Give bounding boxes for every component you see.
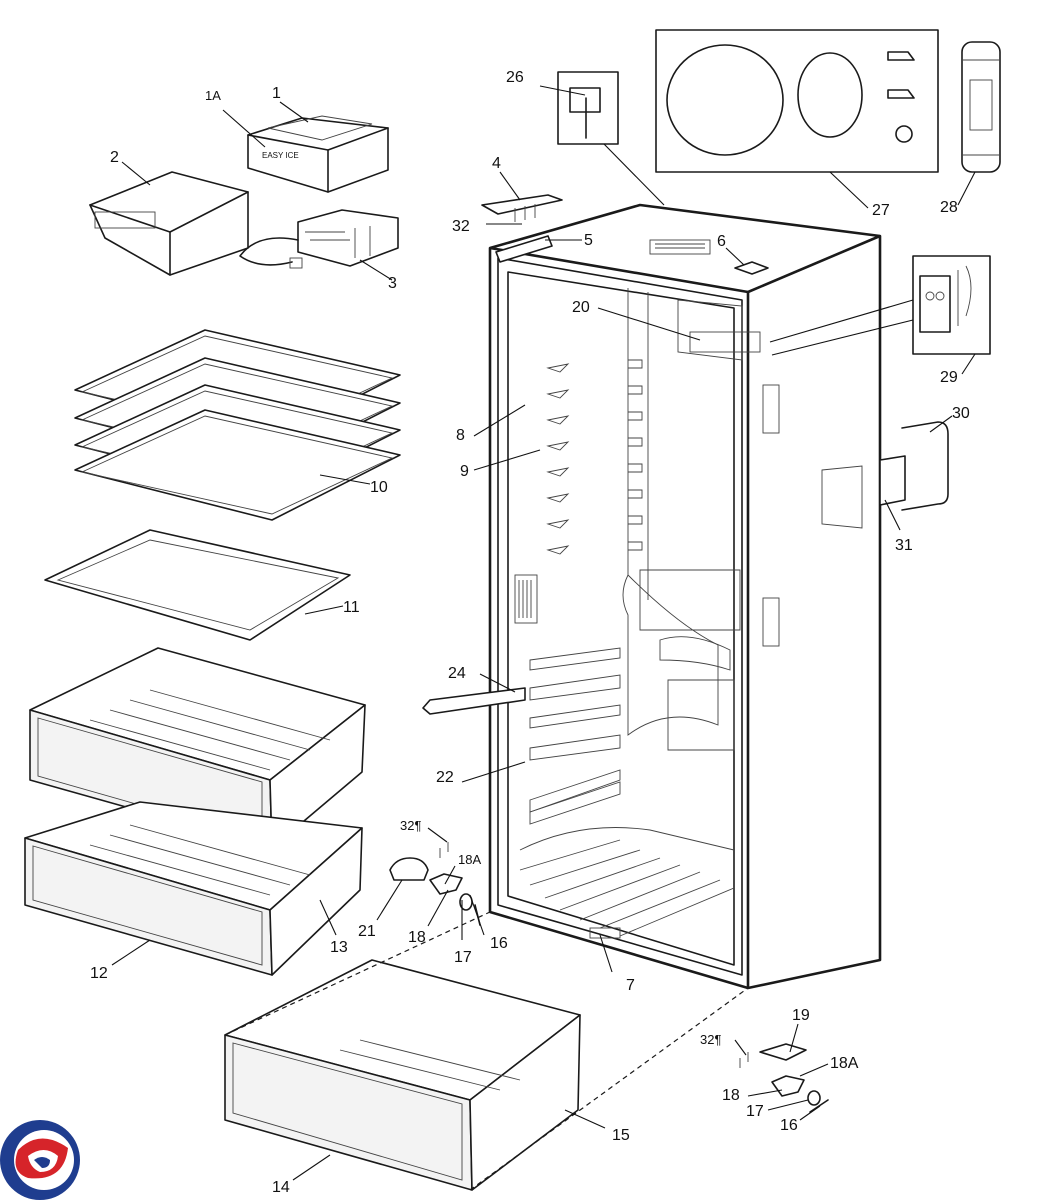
callout-5: 5 (584, 232, 593, 249)
leader-lines (111, 85, 976, 1181)
callout-17-top: 17 (454, 949, 472, 966)
callout-3: 3 (388, 275, 397, 292)
drawer-rails (529, 647, 621, 825)
ice-maker-label: EASY ICE (262, 151, 299, 160)
callout-9: 9 (460, 463, 469, 480)
callout-32c: 32¶ (700, 1032, 721, 1047)
callout-18-top: 18 (408, 929, 426, 946)
callout-29: 29 (940, 369, 958, 386)
callout-32b: 32¶ (400, 818, 421, 833)
callout-15: 15 (612, 1127, 630, 1144)
water-tube-kit-box (655, 29, 939, 173)
bottom-hinge-right-assembly (739, 1043, 829, 1113)
top-cover-cap (734, 261, 769, 275)
callout-21: 21 (358, 923, 376, 940)
water-filter (961, 41, 1001, 173)
callout-26: 26 (506, 69, 524, 86)
callout-30: 30 (952, 405, 970, 422)
bottom-hinge-left-assembly (389, 842, 481, 926)
callout-2: 2 (110, 149, 119, 166)
callout-13: 13 (330, 939, 348, 956)
callout-11: 11 (343, 599, 360, 616)
glass-shelves (74, 329, 401, 521)
callout-10: 10 (370, 479, 388, 496)
callout-12: 12 (90, 965, 108, 982)
ice-tray-bin (89, 171, 249, 276)
crisper-cover-shelf (44, 529, 351, 641)
water-valve-inset (557, 71, 665, 206)
callout-32a: 32 (452, 218, 470, 235)
callout-labels: 1A 1 2 3 4 32 5 6 26 27 28 29 20 30 31 8… (90, 69, 970, 1196)
callout-7: 7 (626, 977, 635, 994)
ice-maker-motor (239, 209, 399, 269)
callout-14: 14 (272, 1179, 290, 1196)
refrigerator-cabinet (488, 203, 882, 990)
callout-1a: 1A (205, 88, 221, 103)
top-hinge-bracket (481, 194, 563, 222)
callout-24: 24 (448, 665, 466, 682)
callout-18a-bottom: 18A (830, 1055, 859, 1072)
callout-18-bottom: 18 (722, 1087, 740, 1104)
drawer-dashed-guides (224, 911, 749, 1191)
control-panel-inset (689, 255, 991, 356)
callout-1: 1 (272, 85, 281, 102)
callout-16-top: 16 (490, 935, 508, 952)
callout-28: 28 (940, 199, 958, 216)
callout-20: 20 (572, 299, 590, 316)
callout-8: 8 (456, 427, 465, 444)
ice-maker-bin: EASY ICE (247, 115, 389, 193)
shelf-supports (546, 359, 643, 555)
bottom-drawer (224, 959, 581, 1191)
callout-4: 4 (492, 155, 501, 172)
callout-17-bottom: 17 (746, 1103, 764, 1120)
callout-27: 27 (872, 202, 890, 219)
callout-18a-top: 18A (458, 852, 481, 867)
callout-31: 31 (895, 537, 913, 554)
water-dispenser-bracket (879, 421, 949, 511)
callout-6: 6 (717, 233, 726, 250)
callout-16-bottom: 16 (780, 1117, 798, 1134)
drawer-slide-rail (422, 687, 526, 715)
callout-22: 22 (436, 769, 454, 786)
lower-crisper-drawer (24, 801, 363, 976)
callout-19: 19 (792, 1007, 810, 1024)
brand-logo (0, 1120, 80, 1200)
